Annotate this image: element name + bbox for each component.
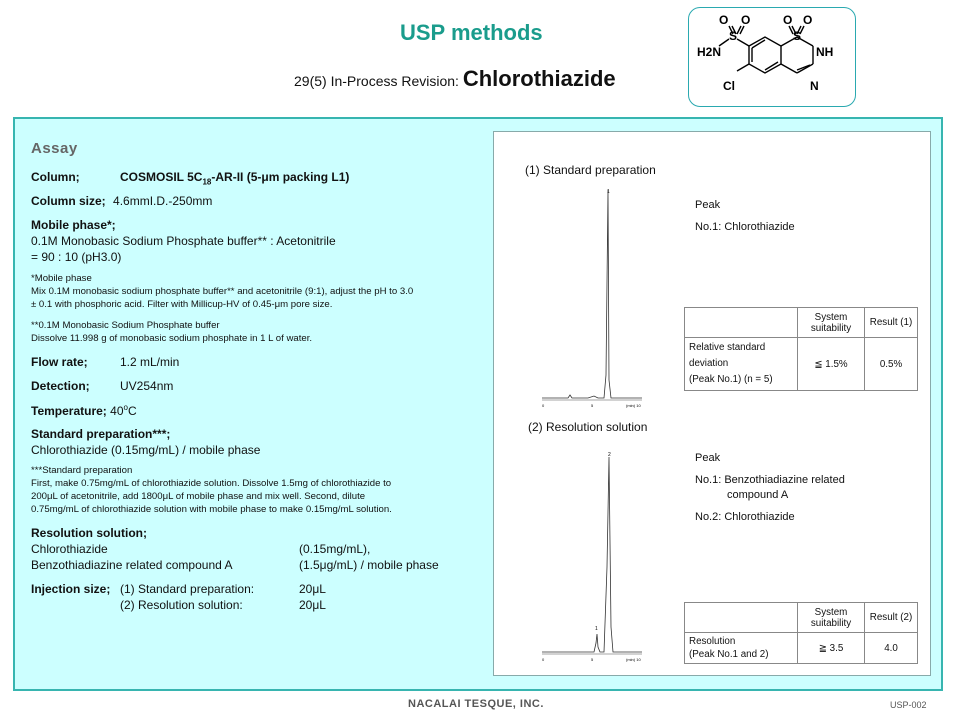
chromatogram2-peak-number-2: 2 bbox=[608, 452, 611, 458]
atom-o1: O bbox=[719, 13, 728, 27]
temperature-value: 40oC bbox=[110, 403, 137, 418]
assay-heading: Assay bbox=[31, 140, 78, 157]
atom-nh: NH bbox=[816, 45, 833, 59]
resolution-conc1: (0.15mg/mL), bbox=[299, 542, 371, 556]
resolution-comp2: Benzothiadiazine related compound A bbox=[31, 558, 233, 572]
detection-value: UV254nm bbox=[120, 379, 174, 393]
injection-vol2: 20μL bbox=[299, 598, 326, 612]
chromatogram2-tick-10: (min) 10 bbox=[626, 657, 641, 662]
column-label: Column; bbox=[31, 170, 80, 184]
chromatogram1-tick-5: 5 bbox=[591, 403, 594, 408]
column-size-row: Column size; 4.6mmI.D.-250mm bbox=[31, 194, 212, 208]
chromatogram2-label: (2) Resolution solution bbox=[528, 420, 648, 434]
chromatogram1-tick-10: (min) 10 bbox=[626, 403, 641, 408]
resolution-comp1: Chlorothiazide bbox=[31, 542, 108, 556]
chromatogram2-plot: 1 2 0 5 (min) 10 bbox=[542, 452, 642, 662]
suitability-table-1: System suitability Result (1) Relative s… bbox=[684, 307, 918, 391]
chromatogram1-label: (1) Standard preparation bbox=[525, 163, 656, 177]
chromatogram-panel bbox=[493, 131, 931, 676]
injection-label: Injection size; bbox=[31, 582, 111, 596]
chemical-structure: O O O O S S H2N NH Cl N bbox=[688, 7, 856, 107]
buffer-note: **0.1M Monobasic Sodium Phosphate buffer… bbox=[31, 320, 313, 344]
injection-vol1: 20μL bbox=[299, 582, 326, 596]
flow-rate-label: Flow rate; bbox=[31, 355, 88, 369]
chromatogram2-peak-number-1: 1 bbox=[595, 626, 598, 632]
revision-prefix: 29(5) In-Process Revision: bbox=[294, 73, 459, 89]
chromatogram2-peaks: Peak No.1: Benzothiadiazine related comp… bbox=[695, 452, 845, 523]
mobile-phase-line2: = 90 : 10 (pH3.0) bbox=[31, 250, 122, 264]
column-size-label: Column size; bbox=[31, 194, 106, 208]
column-row: Column; COSMOSIL 5C18-AR-II (5-μm packin… bbox=[31, 170, 349, 186]
temperature-row: Temperature; 40oC bbox=[31, 403, 137, 418]
flow-rate-row: Flow rate; 1.2 mL/min bbox=[31, 355, 179, 369]
page-title: USP methods bbox=[400, 20, 543, 45]
page-subtitle: 29(5) In-Process Revision: Chlorothiazid… bbox=[294, 66, 616, 92]
atom-o2: O bbox=[741, 13, 750, 27]
chromatogram2-tick-5: 5 bbox=[591, 657, 594, 662]
chromatogram1-plot: 1 0 5 (min) 10 bbox=[542, 189, 642, 408]
mobile-phase-line1: 0.1M Monobasic Sodium Phosphate buffer**… bbox=[31, 234, 336, 248]
column-value: COSMOSIL 5C18-AR-II (5-μm packing L1) bbox=[120, 170, 350, 187]
detection-label: Detection; bbox=[31, 379, 90, 393]
chromatogram1-peaks: Peak No.1: Chlorothiazide bbox=[695, 199, 795, 233]
atom-h2n: H2N bbox=[697, 45, 721, 59]
column-size-value: 4.6mmI.D.-250mm bbox=[113, 194, 213, 208]
atom-o3: O bbox=[783, 13, 792, 27]
company-name: NACALAI TESQUE, INC. bbox=[408, 698, 544, 710]
atom-s2: S bbox=[793, 29, 801, 43]
chromatogram1-peak-number: 1 bbox=[607, 189, 610, 195]
atom-o4: O bbox=[803, 13, 812, 27]
atom-s1: S bbox=[729, 29, 737, 43]
std-prep-value: Chlorothiazide (0.15mg/mL) / mobile phas… bbox=[31, 443, 261, 457]
std-prep-note: ***Standard preparation First, make 0.75… bbox=[31, 465, 392, 515]
injection-item2: (2) Resolution solution: bbox=[120, 598, 243, 612]
flow-rate-value: 1.2 mL/min bbox=[120, 355, 180, 369]
mobile-phase-note: *Mobile phase Mix 0.1M monobasic sodium … bbox=[31, 273, 414, 310]
compound-name: Chlorothiazide bbox=[462, 66, 616, 91]
injection-item1: (1) Standard preparation: bbox=[120, 582, 255, 596]
resolution-conc2: (1.5μg/mL) / mobile phase bbox=[299, 558, 439, 572]
resolution-label: Resolution solution; bbox=[31, 526, 147, 540]
std-prep-label: Standard preparation***; bbox=[31, 427, 171, 441]
atom-n: N bbox=[810, 79, 819, 93]
document-code: USP-002 bbox=[890, 700, 927, 710]
temperature-label: Temperature; bbox=[31, 404, 107, 418]
suitability-table-2: System suitability Result (2) Resolution… bbox=[684, 602, 918, 664]
chlorothiazide-structure-diagram: O O O O S S H2N NH Cl N bbox=[697, 13, 833, 93]
chromatogram2-tick-0: 0 bbox=[542, 657, 545, 662]
atom-cl: Cl bbox=[723, 79, 735, 93]
mobile-phase-label: Mobile phase*; bbox=[31, 218, 116, 232]
chromatogram1-tick-0: 0 bbox=[542, 403, 545, 408]
detection-row: Detection; UV254nm bbox=[31, 379, 173, 393]
